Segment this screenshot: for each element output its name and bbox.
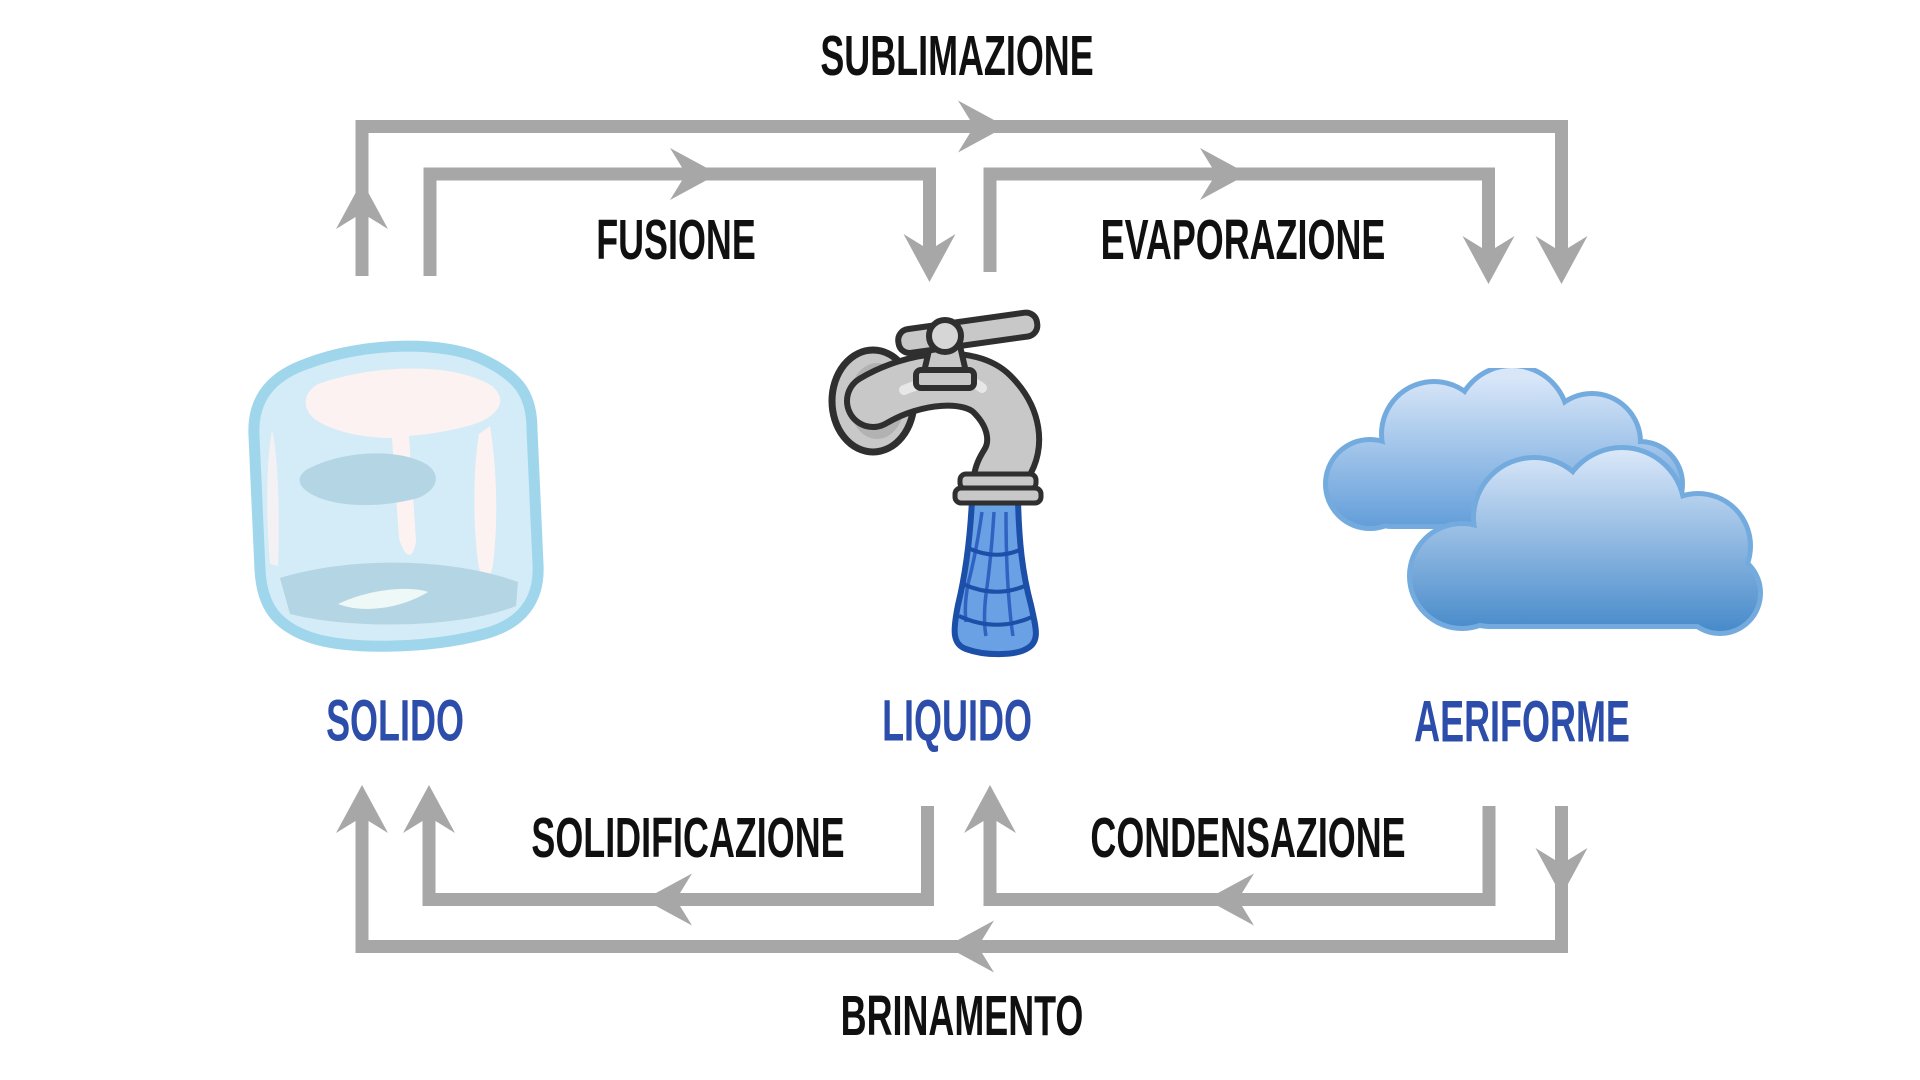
water-tap-icon: [828, 309, 1044, 658]
label-fusione: FUSIONE: [596, 208, 756, 272]
label-brinamento: BRINAMENTO: [840, 984, 1084, 1048]
label-state-solido: SOLIDO: [326, 688, 464, 754]
label-solidificazione: SOLIDIFICAZIONE: [531, 806, 845, 870]
arrow-sublimazione: [336, 100, 1588, 284]
label-state-liquido: LIQUIDO: [882, 688, 1032, 754]
arrow-condensazione: [964, 785, 1496, 926]
label-sublimazione: SUBLIMAZIONE: [820, 24, 1094, 88]
clouds-icon: [1323, 368, 1763, 636]
label-evaporazione: EVAPORAZIONE: [1100, 208, 1386, 272]
arrow-fusione: [423, 148, 956, 282]
label-condensazione: CONDENSAZIONE: [1090, 806, 1406, 870]
arrow-solidificazione: [403, 785, 934, 926]
arrow-brinamento: [336, 785, 1588, 973]
label-state-aeriforme: AERIFORME: [1414, 689, 1630, 755]
ice-cube-icon: [248, 340, 544, 652]
arrow-evaporazione: [983, 148, 1515, 284]
